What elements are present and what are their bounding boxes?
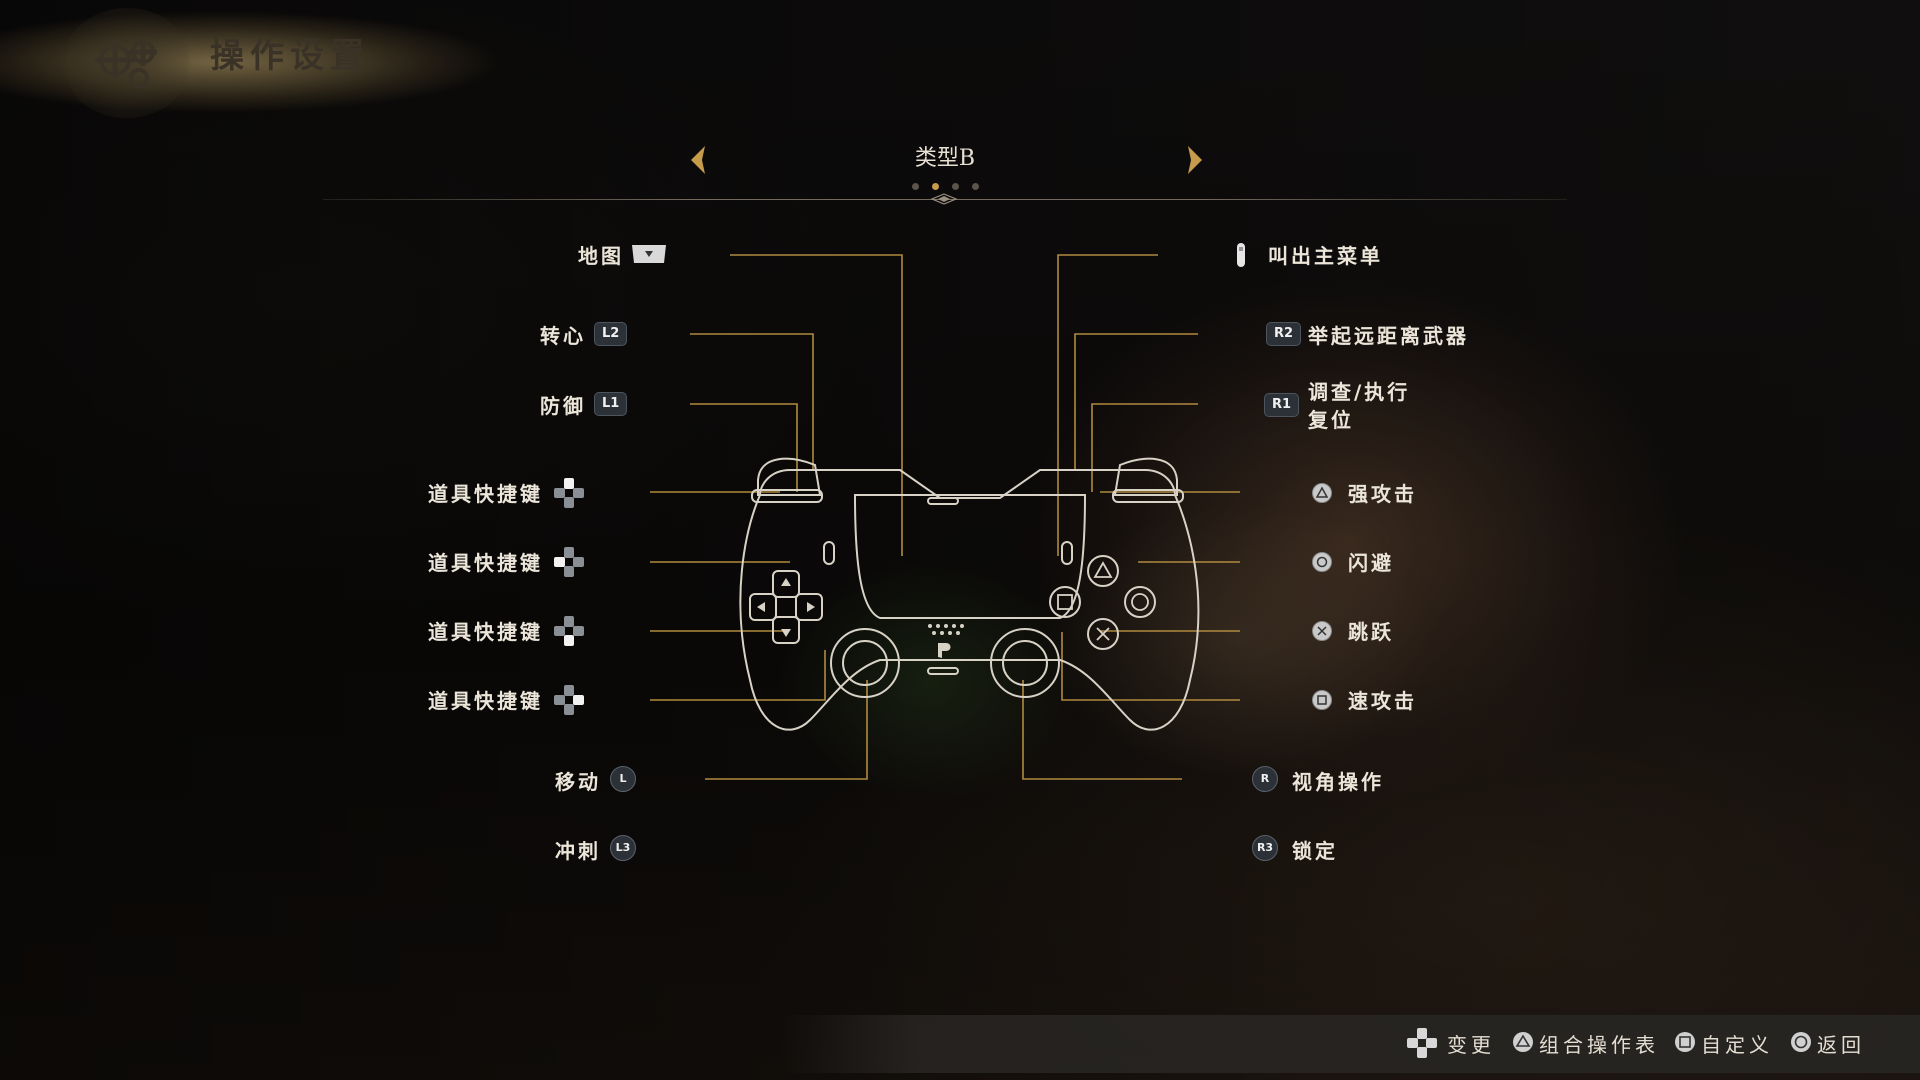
- page-title: 操作设置: [210, 36, 370, 76]
- page-dot-3[interactable]: [952, 183, 959, 190]
- jump-action-label: 跳跃: [1348, 620, 1394, 644]
- r1-button-chip: R1: [1264, 393, 1300, 417]
- left-stick-chip: L: [610, 766, 636, 792]
- reset-action-label: 复位: [1308, 408, 1354, 432]
- main-menu-action-label: 叫出主菜单: [1268, 244, 1383, 268]
- r2-button-chip: R2: [1266, 322, 1302, 346]
- layout-name: 类型B: [914, 146, 976, 171]
- next-layout-button[interactable]: [1180, 142, 1210, 178]
- triangle-button-icon: [1513, 1032, 1533, 1052]
- back-hint-button[interactable]: 返回: [1790, 1023, 1890, 1063]
- customize-hint-label: 自定义: [1701, 1033, 1773, 1057]
- customize-hint-button[interactable]: 自定义: [1674, 1023, 1784, 1063]
- interact-action-label: 调查/执行: [1308, 380, 1411, 404]
- item-shortcut-left-label: 道具快捷键: [428, 551, 543, 575]
- light-attack-action-label: 速攻击: [1348, 689, 1417, 713]
- bottom-hint-bar: [780, 1015, 1920, 1073]
- map-action-label: 地图: [578, 244, 624, 268]
- item-shortcut-up-label: 道具快捷键: [428, 482, 543, 506]
- options-button-icon: [1236, 242, 1246, 272]
- change-hint-label: 变更: [1447, 1033, 1495, 1057]
- r3-stick-chip: R3: [1252, 835, 1278, 861]
- square-button-icon: [1675, 1032, 1695, 1052]
- page-dot-1[interactable]: [912, 183, 919, 190]
- touchpad-down-icon: [630, 243, 668, 269]
- divider-ornament: [930, 193, 958, 205]
- combo-list-hint-button[interactable]: 组合操作表: [1512, 1023, 1662, 1063]
- triangle-button-icon: [1312, 483, 1332, 503]
- chevron-right-icon: [1188, 146, 1202, 174]
- gear-cluster-icon: [62, 8, 192, 118]
- dpad-right-icon: [552, 683, 586, 721]
- l1-button-chip: L1: [594, 392, 628, 416]
- prev-layout-button[interactable]: [683, 142, 713, 178]
- camera-action-label: 视角操作: [1292, 770, 1384, 794]
- square-button-icon: [1312, 690, 1332, 710]
- item-shortcut-right-label: 道具快捷键: [428, 689, 543, 713]
- dpad-down-icon: [552, 614, 586, 652]
- guard-action-label: 防御: [540, 394, 586, 418]
- dpad-left-icon: [552, 545, 586, 583]
- sprint-action-label: 冲刺: [555, 839, 601, 863]
- l2-button-chip: L2: [594, 322, 628, 346]
- heavy-attack-action-label: 强攻击: [1348, 482, 1417, 506]
- ranged-weapon-action-label: 举起远距离武器: [1308, 324, 1469, 348]
- circle-button-icon: [1312, 552, 1332, 572]
- dpad-up-icon: [552, 476, 586, 514]
- combo-list-hint-label: 组合操作表: [1539, 1033, 1659, 1057]
- item-shortcut-down-label: 道具快捷键: [428, 620, 543, 644]
- dodge-action-label: 闪避: [1348, 551, 1394, 575]
- page-dot-2[interactable]: [932, 183, 939, 190]
- right-stick-chip: R: [1252, 766, 1278, 792]
- chevron-left-icon: [691, 146, 705, 174]
- lock-on-action-label: 锁定: [1292, 839, 1338, 863]
- circle-button-icon: [1791, 1032, 1811, 1052]
- cross-button-icon: [1312, 621, 1332, 641]
- dpad-icon: [1407, 1028, 1437, 1058]
- page-dot-4[interactable]: [972, 183, 979, 190]
- change-hint-button[interactable]: 变更: [1405, 1023, 1515, 1063]
- move-action-label: 移动: [555, 770, 601, 794]
- l3-stick-chip: L3: [610, 835, 636, 861]
- focus-action-label: 转心: [540, 324, 586, 348]
- back-hint-label: 返回: [1817, 1033, 1865, 1057]
